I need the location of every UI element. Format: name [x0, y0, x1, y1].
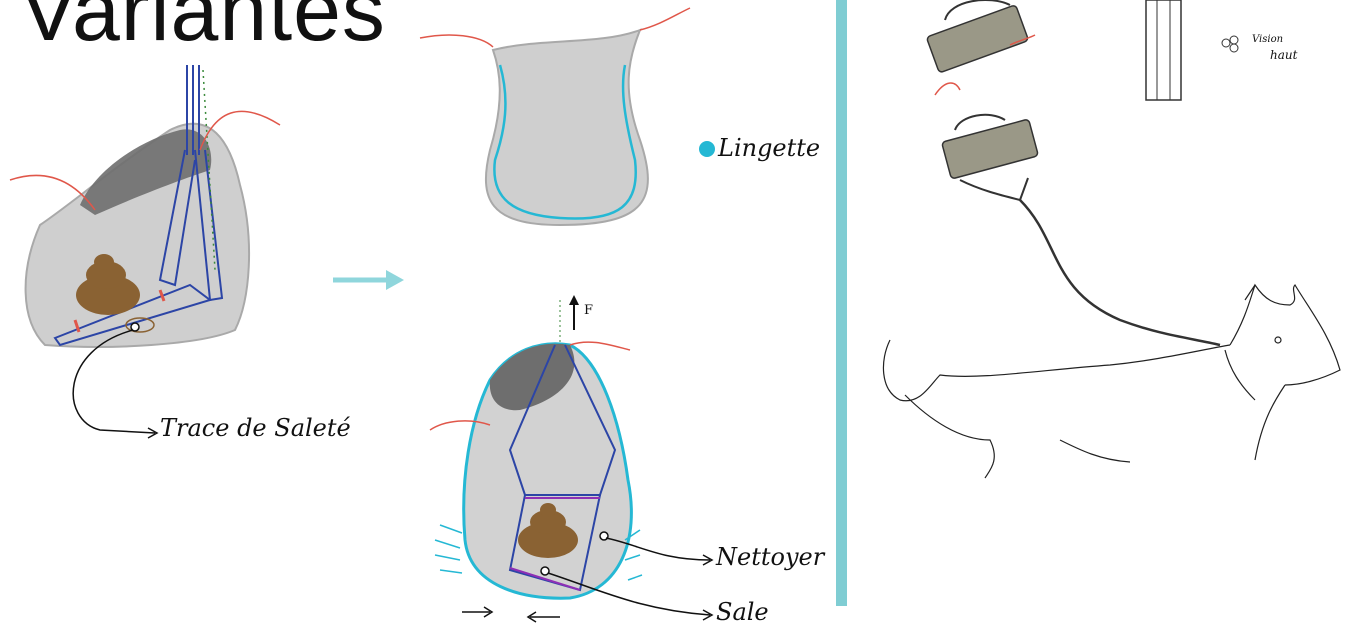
leash-roller [942, 115, 1220, 345]
transition-arrow [333, 270, 404, 290]
leash-line [1020, 200, 1220, 345]
label-vision: Vision [1252, 34, 1283, 45]
lingette-dot [699, 141, 715, 157]
label-sale: Sale [716, 598, 769, 626]
left-bag-sketch [10, 65, 280, 438]
divider-bar [836, 0, 847, 606]
top-view-cylinders [1146, 0, 1238, 100]
wipe-bag-sketch [420, 8, 715, 225]
dog-sketch [883, 285, 1340, 478]
label-lingette: Lingette [718, 134, 820, 162]
label-trace: Trace de Saleté [160, 414, 351, 442]
label-nettoyer: Nettoyer [716, 543, 824, 571]
label-force: F [584, 303, 593, 318]
wipe-bag [486, 30, 648, 225]
roller-dispenser-top [926, 0, 1035, 95]
label-haut: haut [1270, 48, 1297, 62]
cleaning-bag-sketch [430, 295, 712, 622]
